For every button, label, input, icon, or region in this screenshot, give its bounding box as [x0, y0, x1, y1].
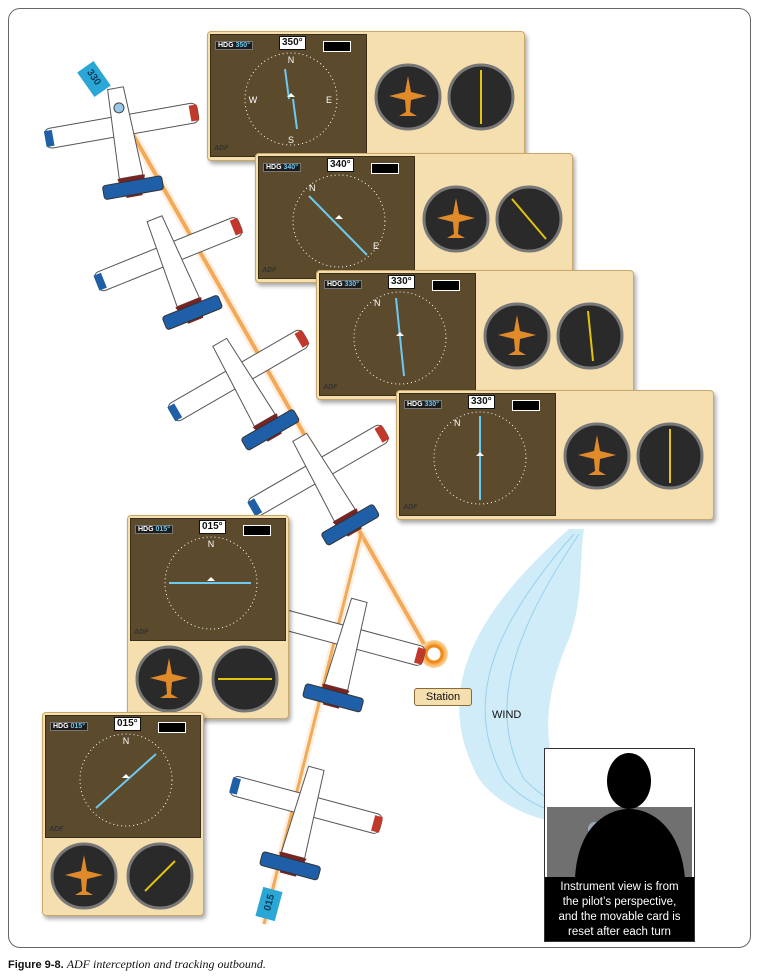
svg-text:N: N [208, 539, 215, 549]
adf-label: ADF [214, 145, 228, 152]
instrument-panel-3: HDG 330° 330° N ADF [316, 270, 634, 400]
wind-label: WIND [492, 709, 521, 721]
adf-indicator [125, 841, 195, 911]
inset-caption: Instrument view is from the pilot’s pers… [545, 877, 694, 941]
svg-text:W: W [249, 95, 258, 105]
instrument-panel-4: HDG 330° 330° N ADF [396, 390, 714, 520]
adf-indicator [446, 62, 516, 132]
svg-text:E: E [373, 241, 379, 251]
hsi-display: HDG 015° 015° N ADF [130, 518, 286, 641]
adf-label: ADF [262, 267, 276, 274]
instrument-panel-5: HDG 015° 015° N ADF [127, 515, 289, 719]
instrument-panel-2: HDG 340° 340° N E ADF [255, 153, 573, 283]
compass-card: N [350, 288, 450, 388]
adf-label: ADF [323, 384, 337, 391]
svg-text:N: N [288, 55, 295, 65]
hsi-display: HDG 330° 330° N ADF [319, 273, 476, 396]
heading-readout: 015° [114, 717, 141, 731]
hsi-display: HDG 015° 015° N ADF [45, 715, 201, 838]
compass-card: N [76, 730, 176, 830]
heading-readout: 340° [327, 158, 354, 172]
figure-caption: Figure 9-8. ADF interception and trackin… [8, 957, 266, 972]
heading-indicator [421, 184, 491, 254]
pilot-inset: Instrument view is from the pilot’s pers… [544, 748, 695, 942]
figure-frame: 330 015 [8, 8, 751, 948]
hsi-display: HDG 340° 340° N E ADF [258, 156, 415, 279]
adf-indicator [494, 184, 564, 254]
station-label: Station [414, 688, 472, 706]
compass-card: N E [289, 171, 389, 271]
svg-text:N: N [309, 183, 316, 193]
heading-indicator [134, 644, 204, 714]
svg-text:N: N [374, 298, 381, 308]
svg-text:E: E [326, 95, 332, 105]
heading-readout: 330° [388, 275, 415, 289]
heading-readout: 015° [199, 520, 226, 534]
adf-indicator [555, 301, 625, 371]
svg-text:N: N [454, 418, 461, 428]
instrument-panel-1: HDG 350° 350° N S E W ADF [207, 31, 525, 161]
adf-label: ADF [134, 629, 148, 636]
svg-text:N: N [123, 736, 130, 746]
pilot-silhouette [545, 749, 694, 879]
compass-card: N S E W [241, 49, 341, 149]
adf-label: ADF [403, 504, 417, 511]
adf-indicator [635, 421, 705, 491]
compass-card: N [430, 408, 530, 508]
adf-indicator [210, 644, 280, 714]
hsi-display: HDG 350° 350° N S E W ADF [210, 34, 367, 157]
heading-indicator [482, 301, 552, 371]
heading-readout: 350° [279, 36, 306, 50]
heading-indicator [373, 62, 443, 132]
svg-text:S: S [288, 135, 294, 145]
instrument-panel-6: HDG 015° 015° N ADF [42, 712, 204, 916]
heading-readout: 330° [468, 395, 495, 409]
heading-indicator [49, 841, 119, 911]
adf-label: ADF [49, 826, 63, 833]
heading-indicator [562, 421, 632, 491]
hsi-display: HDG 330° 330° N ADF [399, 393, 556, 516]
compass-card: N [161, 533, 261, 633]
